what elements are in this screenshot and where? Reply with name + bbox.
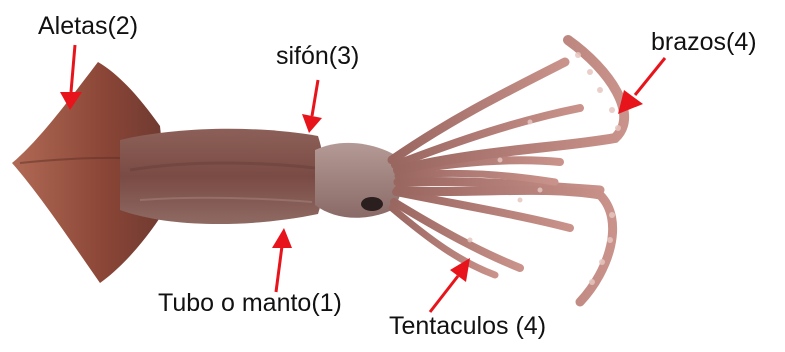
arrow-sifon [312, 80, 318, 116]
label-brazos: brazos(4) [651, 30, 757, 55]
arrowhead-sifon [302, 114, 322, 133]
arrowhead-tubo [272, 228, 292, 248]
label-sifon: sifón(3) [276, 44, 359, 69]
arrow-tubo [276, 246, 282, 292]
label-aletas: Aletas(2) [38, 14, 138, 39]
sucker-dots [468, 52, 622, 285]
arrow-tentaculos [430, 276, 458, 312]
arrow-brazos [635, 58, 665, 95]
arrow-aletas [71, 45, 75, 92]
label-tentaculos: Tentaculos (4) [389, 314, 546, 339]
tentacle-group [392, 40, 624, 302]
label-tubo-o-manto: Tubo o manto(1) [158, 291, 342, 316]
mantle [120, 129, 324, 224]
eye [361, 197, 383, 211]
